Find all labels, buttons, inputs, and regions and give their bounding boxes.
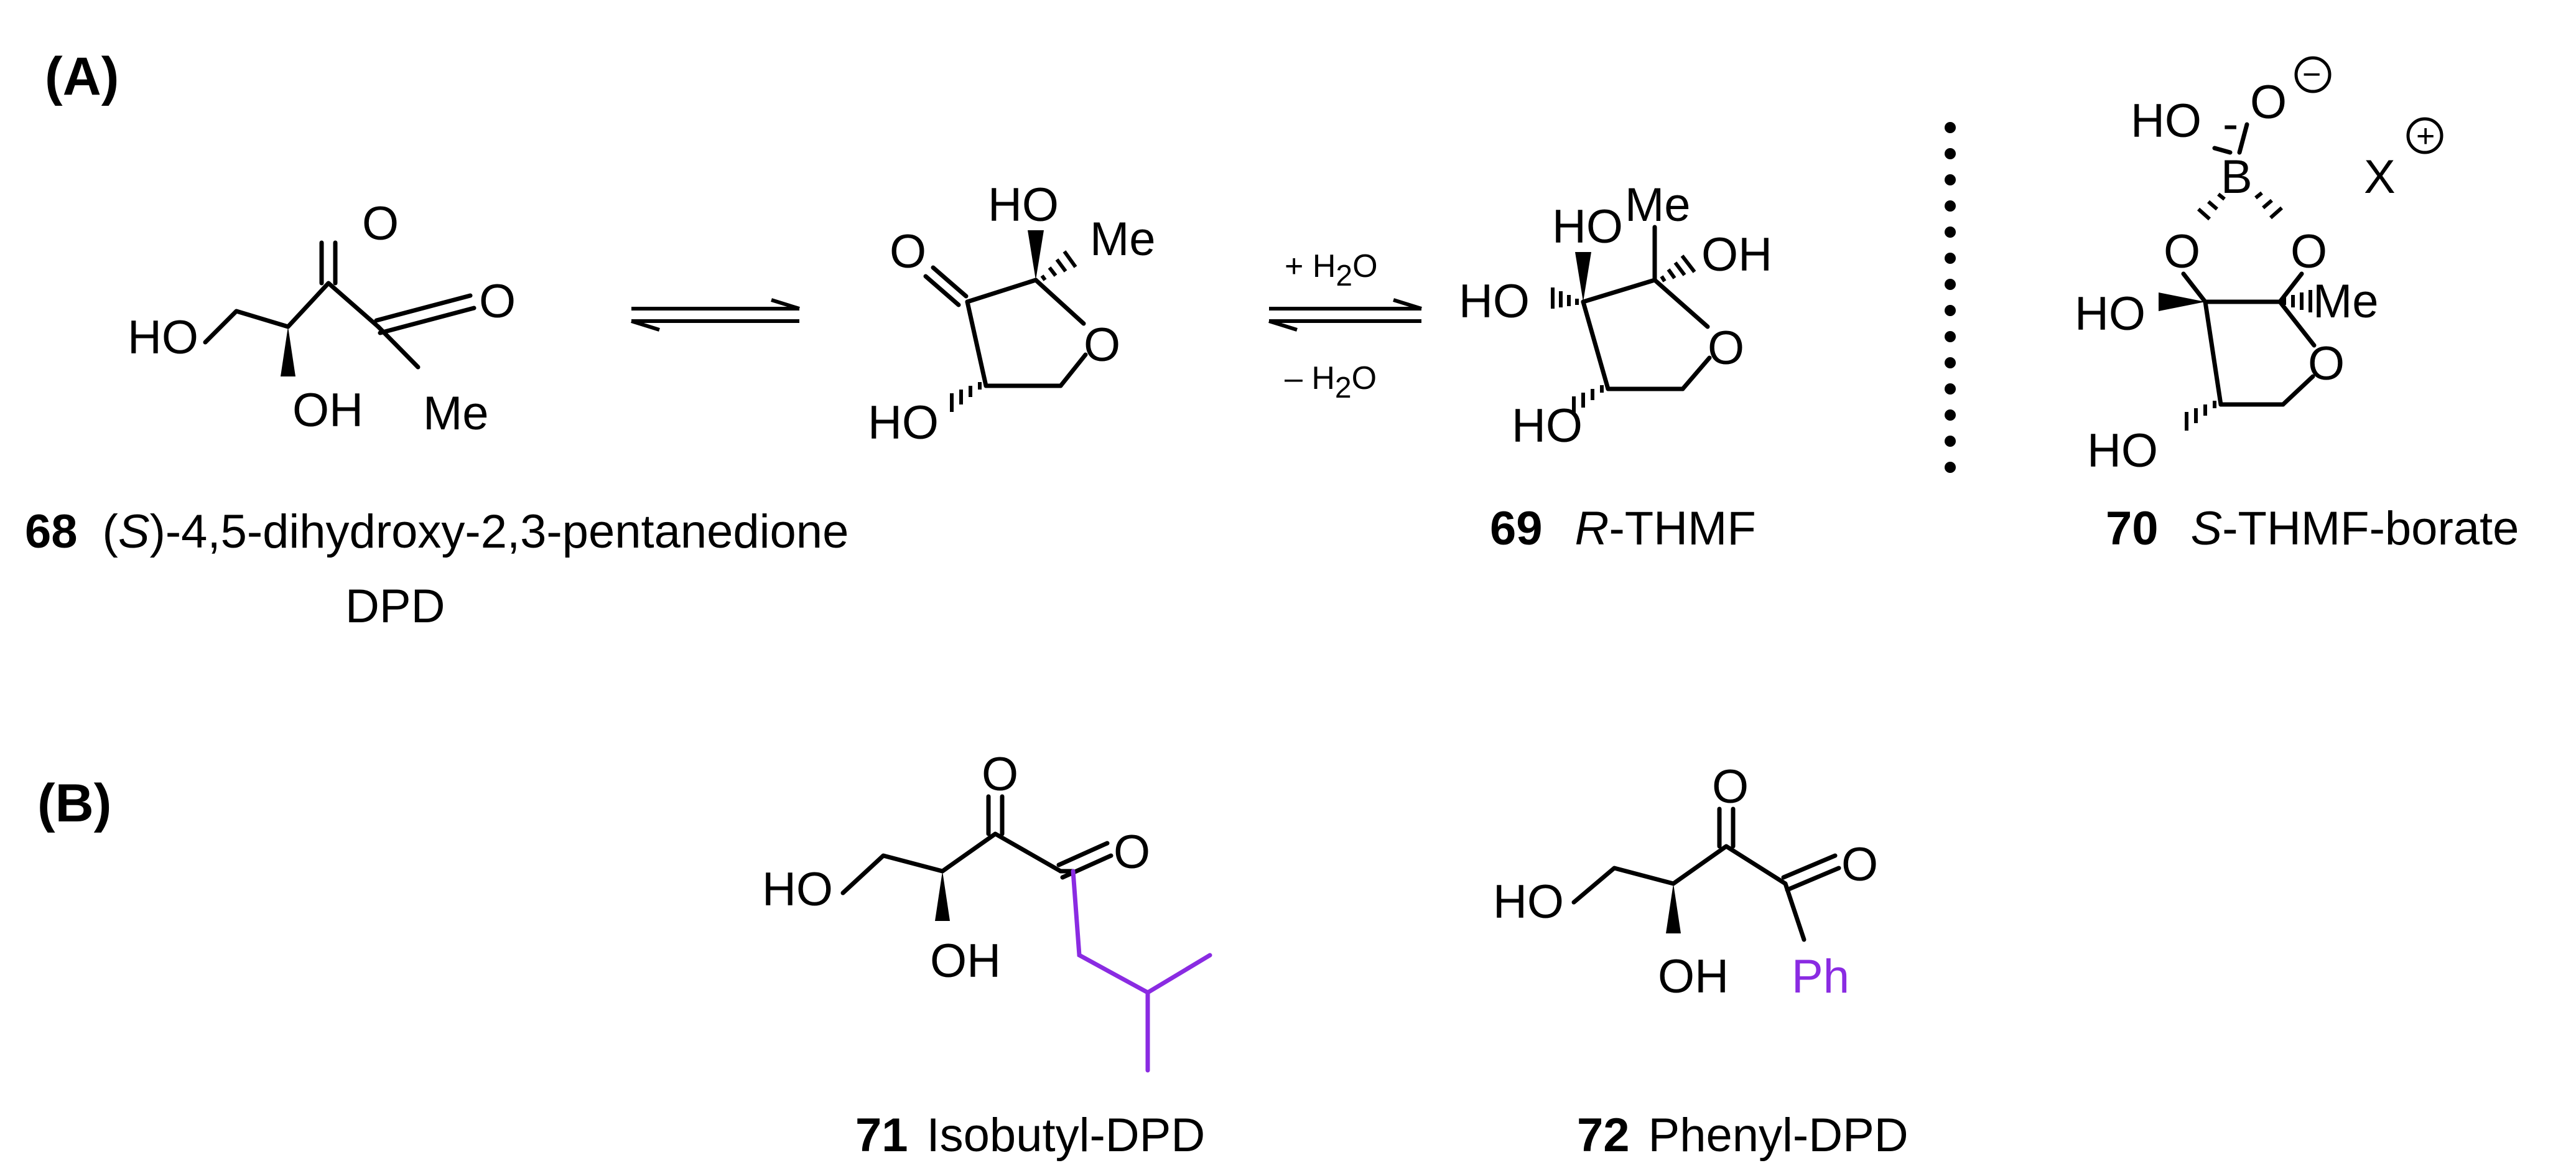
- atom-ho: HO: [762, 863, 833, 916]
- atom-x: X: [2364, 151, 2396, 203]
- atom-ho: HO: [1512, 399, 1583, 452]
- atom-o: O: [479, 275, 516, 328]
- atom-o: O: [1114, 826, 1150, 879]
- atom-me: Me: [2313, 275, 2379, 328]
- atom-o: O: [1841, 838, 1878, 891]
- atom-o: O: [1084, 319, 1120, 371]
- atom-ho: HO: [1459, 275, 1530, 328]
- equilibrium-arrow-2: + H2O – H2O: [1268, 248, 1422, 404]
- atom-ho: HO: [1552, 200, 1623, 253]
- atom-o: O: [2164, 225, 2200, 278]
- caption-68-abbrev: DPD: [345, 580, 445, 633]
- atom-ho: HO: [2075, 287, 2146, 340]
- dotted-separator: [1945, 122, 1956, 473]
- positive-charge-icon: [2406, 117, 2443, 154]
- wedge-bond: [1575, 252, 1591, 302]
- structure-cyclic-hemiketal: O O HO Me HO: [868, 179, 1156, 449]
- wedge-bond: [281, 327, 295, 376]
- plus-h2o-label: + H2O: [1285, 248, 1378, 292]
- atom-me: Me: [1625, 179, 1691, 231]
- atom-o: O: [1708, 322, 1744, 375]
- wedge-bond: [2159, 292, 2205, 311]
- atom-ph: Ph: [1792, 950, 1849, 1003]
- atom-b: B: [2221, 151, 2253, 203]
- atom-me: Me: [1090, 213, 1156, 266]
- structure-70-s-thmf-borate: HO O - − B O O O HO Me: [2075, 56, 2443, 477]
- atom-o: O: [890, 225, 926, 278]
- atom-o: O: [362, 197, 399, 250]
- equilibrium-arrow-1: [631, 298, 800, 332]
- atom-oh: OH: [1658, 950, 1729, 1003]
- atom-o: O: [2250, 76, 2287, 129]
- atom-ho: HO: [1493, 876, 1564, 928]
- structure-72-phenyl-dpd: HO O O OH Ph: [1493, 760, 1878, 1003]
- atom-ho: HO: [2131, 95, 2202, 147]
- atom-o: O: [2308, 337, 2345, 390]
- charge-minus-circle: −: [2302, 57, 2321, 93]
- charge-plus-circle: +: [2416, 118, 2435, 154]
- charge-minus: -: [2223, 98, 2238, 151]
- atom-o: O: [982, 748, 1018, 801]
- caption-68: 68(S)-4,5-dihydroxy-2,3-pentanedione: [25, 505, 849, 558]
- atom-o: O: [1712, 760, 1749, 813]
- atom-me: Me: [423, 387, 489, 440]
- atom-oh: OH: [292, 384, 363, 437]
- atom-o: O: [2290, 225, 2327, 278]
- structure-68-dpd: HO O O OH Me: [128, 197, 516, 440]
- wedge-bond: [1028, 230, 1044, 280]
- wedge-bond: [935, 871, 950, 921]
- atom-ho: HO: [988, 179, 1059, 231]
- atom-oh: OH: [930, 935, 1001, 988]
- atom-ho: HO: [128, 311, 198, 364]
- structure-69-r-thmf: O HO HO Me OH HO: [1459, 179, 1772, 452]
- atom-oh: OH: [1701, 228, 1772, 281]
- atom-ho: HO: [868, 396, 939, 449]
- negative-charge-icon: [2294, 56, 2332, 93]
- structure-71-isobutyl-dpd: HO O O OH: [762, 748, 1212, 1073]
- minus-h2o-label: – H2O: [1285, 360, 1377, 404]
- panel-label-b: (B): [37, 773, 111, 833]
- wedge-bond: [1666, 884, 1681, 933]
- atom-ho: HO: [2087, 424, 2158, 477]
- panel-label-a: (A): [45, 47, 119, 106]
